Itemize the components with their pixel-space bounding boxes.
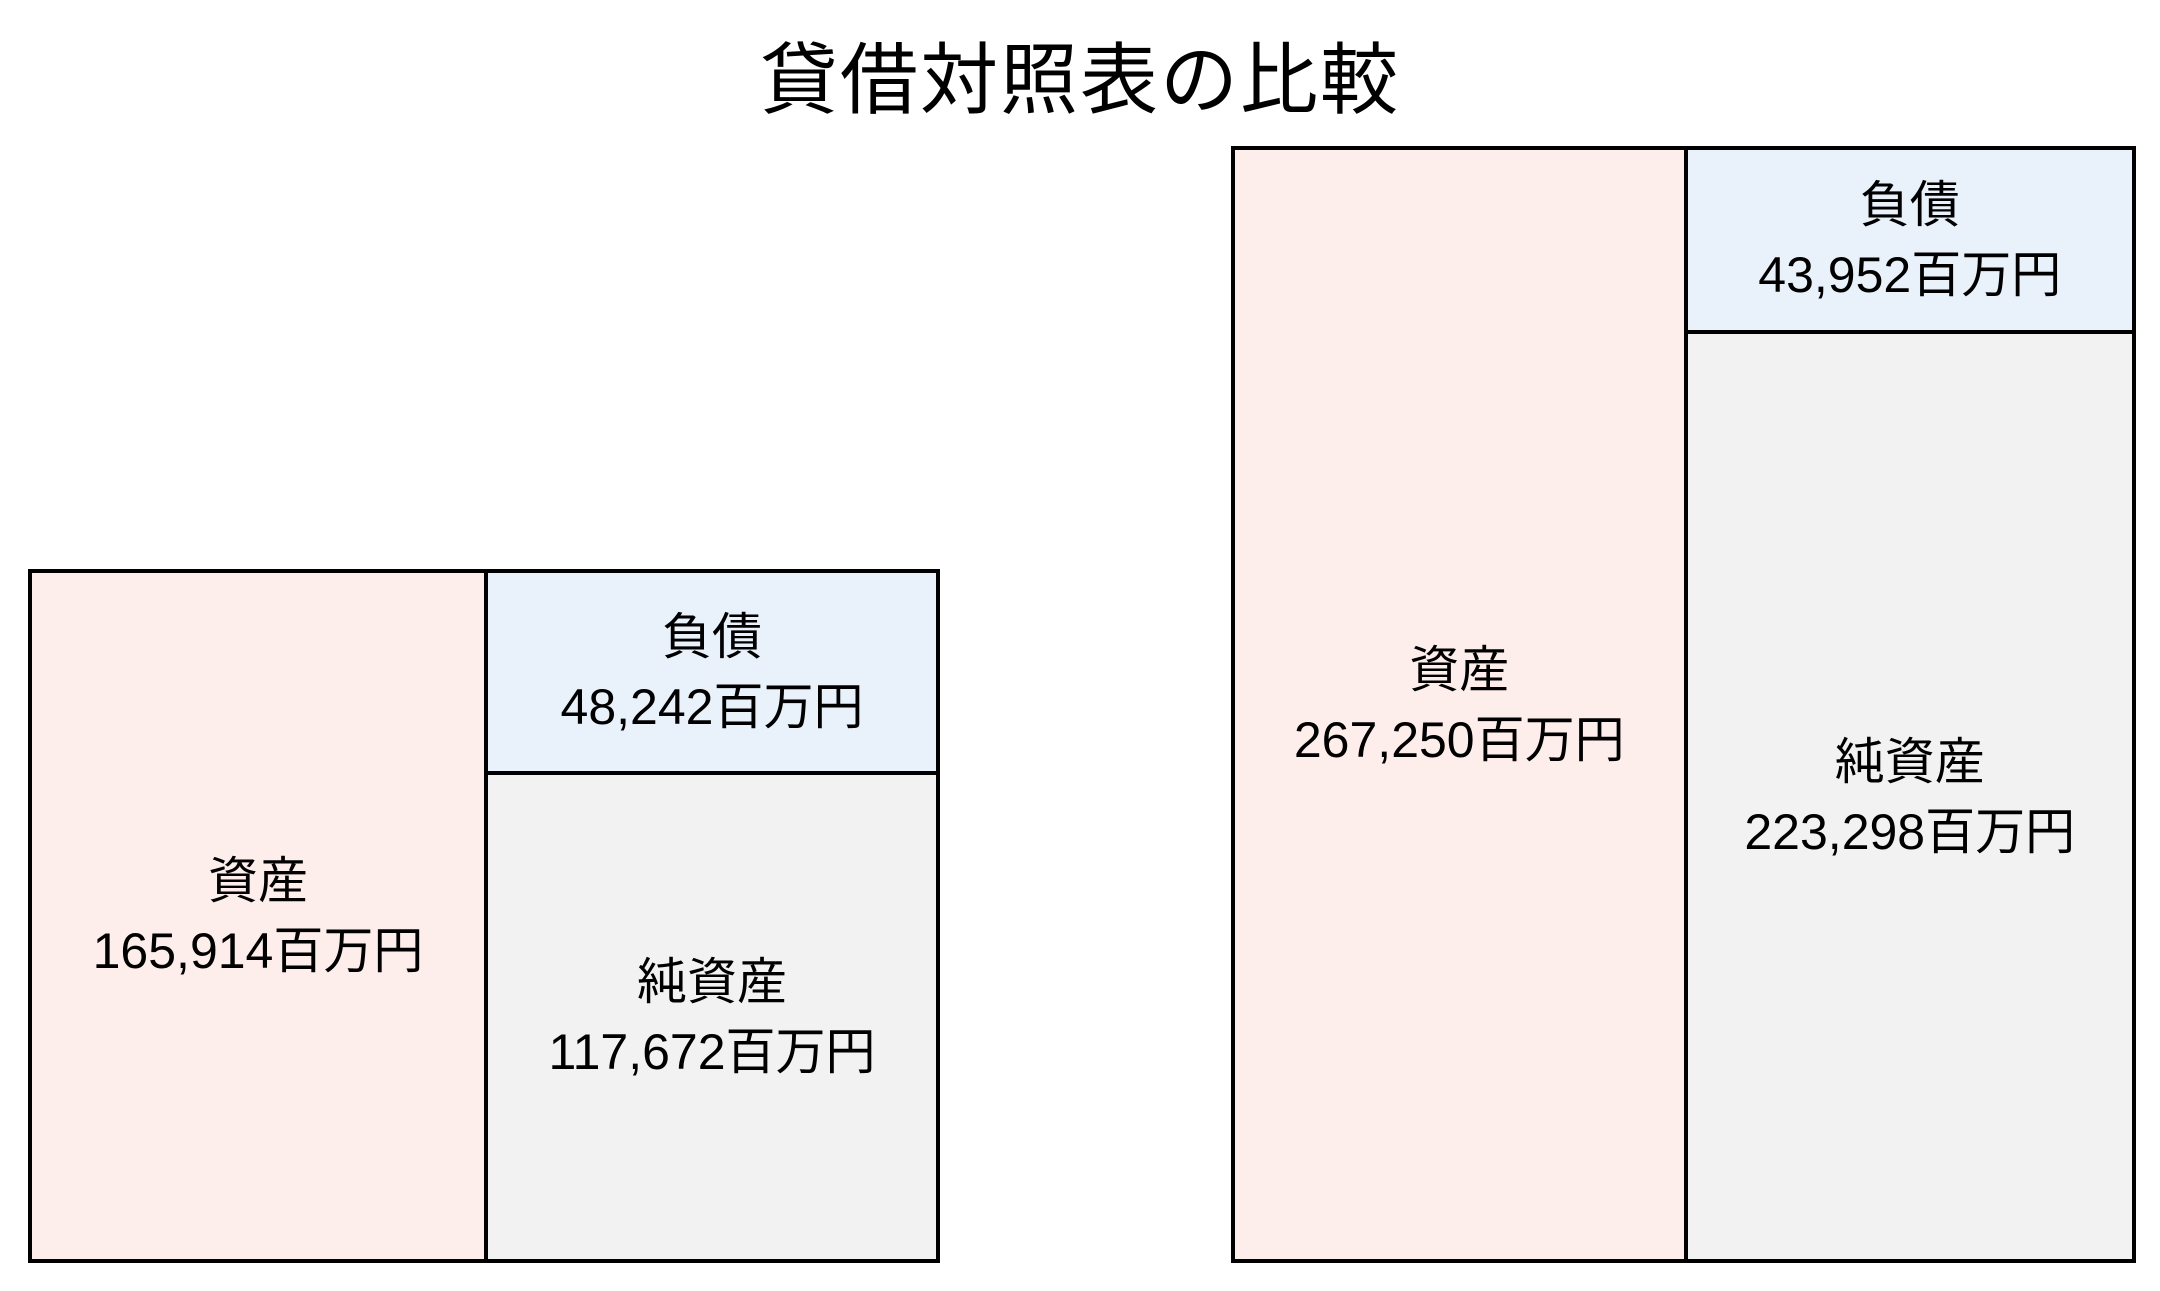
net-assets-box-left: 純資産 117,672百万円 bbox=[488, 775, 936, 1259]
net-assets-box-right: 純資産 223,298百万円 bbox=[1687, 334, 2132, 1259]
assets-value-left: 165,914百万円 bbox=[92, 923, 424, 979]
liabilities-value-right: 43,952百万円 bbox=[1758, 247, 2062, 303]
net-assets-value-left: 117,672百万円 bbox=[548, 1024, 876, 1080]
net-assets-label-right: 純資産 bbox=[1834, 733, 1985, 790]
net-assets-value-right: 223,298百万円 bbox=[1744, 803, 2076, 860]
net-assets-label-left: 純資産 bbox=[637, 954, 787, 1010]
liabilities-box-left: 負債 48,242百万円 bbox=[488, 573, 936, 775]
balance-sheet-left: 資産 165,914百万円 負債 48,242百万円 純資産 117,672百万… bbox=[28, 569, 940, 1263]
balance-sheet-right: 資産 267,250百万円 負債 43,952百万円 純資産 223,298百万… bbox=[1231, 146, 2136, 1263]
liabilities-label-right: 負債 bbox=[1859, 177, 1960, 233]
liabilities-netassets-column-left: 負債 48,242百万円 純資産 117,672百万円 bbox=[484, 573, 936, 1259]
liabilities-box-right: 負債 43,952百万円 bbox=[1687, 150, 2132, 334]
assets-box-right: 資産 267,250百万円 bbox=[1235, 150, 1684, 1259]
assets-box-left: 資産 165,914百万円 bbox=[32, 573, 484, 1259]
assets-value-right: 267,250百万円 bbox=[1293, 711, 1625, 768]
assets-label-left: 資産 bbox=[208, 853, 308, 909]
chart-title: 貸借対照表の比較 bbox=[759, 36, 1400, 124]
liabilities-netassets-column-right: 負債 43,952百万円 純資産 223,298百万円 bbox=[1683, 150, 2132, 1259]
liabilities-label-left: 負債 bbox=[662, 609, 762, 665]
liabilities-value-left: 48,242百万円 bbox=[560, 679, 864, 735]
assets-label-right: 資産 bbox=[1409, 641, 1510, 698]
